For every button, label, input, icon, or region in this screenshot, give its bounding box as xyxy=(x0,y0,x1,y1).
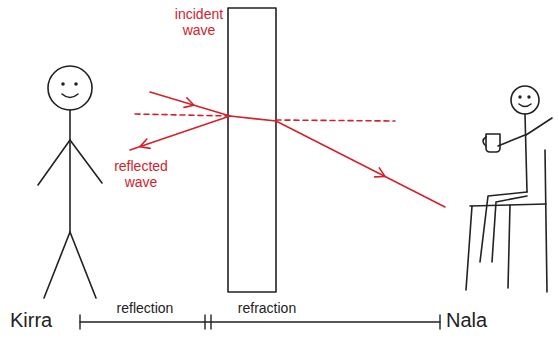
person-name: Kirra xyxy=(10,309,74,332)
eye xyxy=(528,96,530,98)
cup xyxy=(486,134,500,152)
leg xyxy=(44,232,70,298)
pane xyxy=(228,8,276,292)
scale-bar xyxy=(80,315,440,329)
tick xyxy=(204,315,205,329)
kirra-figure xyxy=(38,66,102,298)
arm xyxy=(526,118,552,135)
arm xyxy=(498,135,525,146)
tick xyxy=(210,315,211,329)
eye xyxy=(75,83,77,85)
refracted-ray xyxy=(230,116,276,121)
region-label: refraction xyxy=(212,300,322,316)
body xyxy=(69,110,71,232)
chair-leg xyxy=(508,205,510,288)
wave-label: incident wave xyxy=(166,6,232,38)
person-name: Nala xyxy=(446,309,526,332)
smile xyxy=(62,94,78,98)
arrowhead xyxy=(375,168,385,177)
tick xyxy=(439,315,440,329)
arrowhead xyxy=(140,139,150,148)
eye xyxy=(62,83,64,85)
nala-figure xyxy=(466,86,552,292)
region-label: reflection xyxy=(90,300,200,316)
chair-back xyxy=(545,150,547,292)
leg xyxy=(480,192,527,262)
smile xyxy=(519,104,531,107)
head xyxy=(48,66,92,110)
leg xyxy=(70,232,96,298)
tick xyxy=(79,315,80,329)
head xyxy=(511,86,539,114)
scale-line xyxy=(80,321,440,322)
body xyxy=(525,114,527,192)
incident-ray xyxy=(150,92,230,116)
reflected-ray xyxy=(130,116,230,150)
wave-label: reflected wave xyxy=(106,158,176,190)
normal-line xyxy=(276,120,395,121)
normal-line xyxy=(135,114,230,116)
refracted-ray xyxy=(276,121,445,207)
arm xyxy=(38,140,70,185)
arrowhead xyxy=(184,98,194,108)
eye xyxy=(519,96,521,98)
chair-seat xyxy=(470,204,546,206)
arm xyxy=(70,140,102,183)
chair-leg xyxy=(466,206,472,290)
cup-handle xyxy=(483,137,486,146)
